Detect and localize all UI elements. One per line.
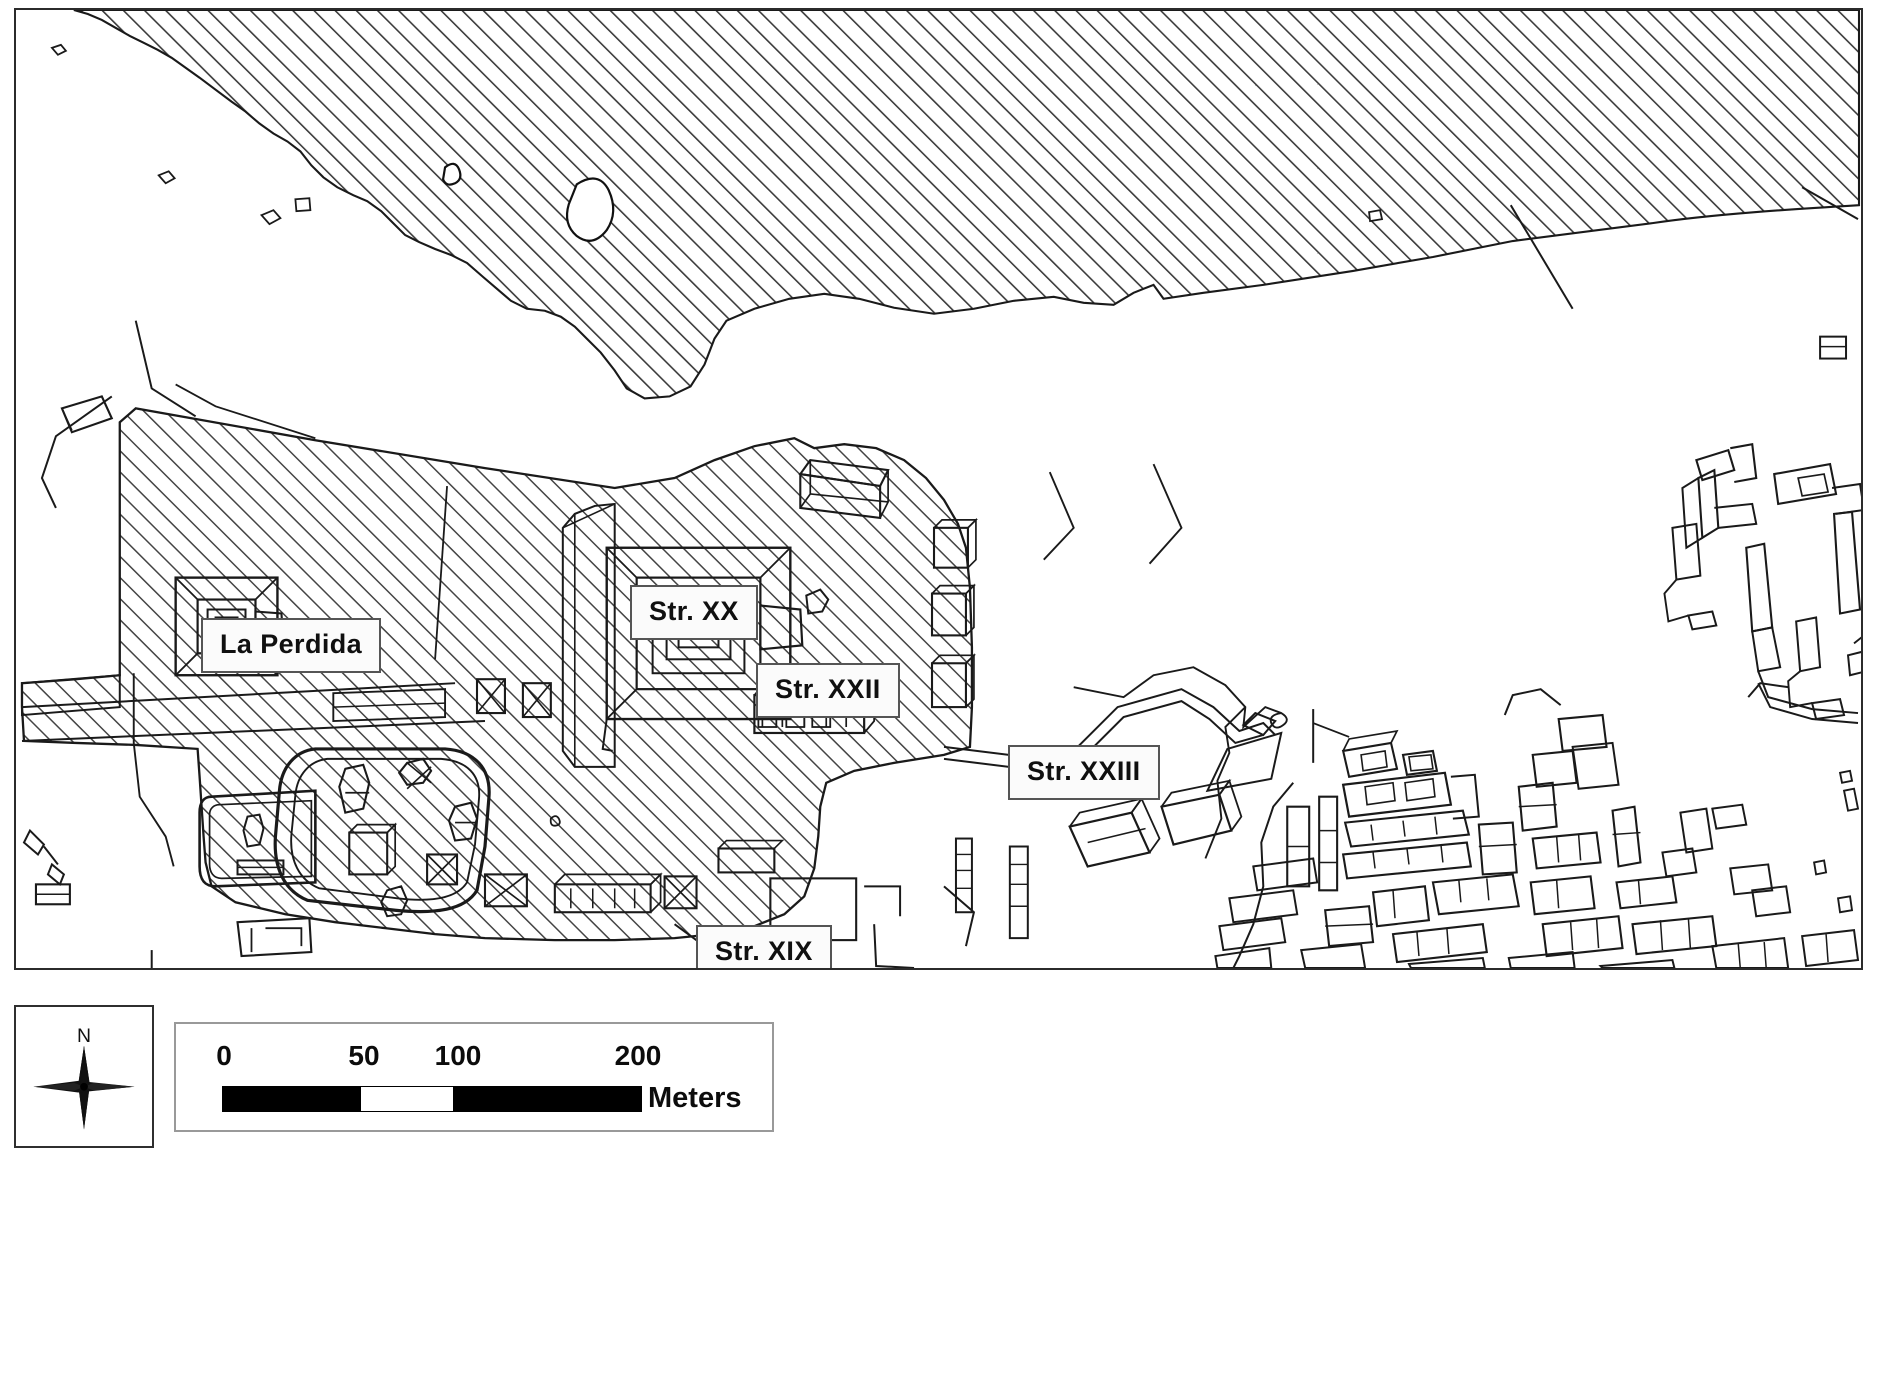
central-structures [332,485,552,723]
compass-box: N [14,1005,154,1148]
east-range-structures [805,517,978,709]
scale-tick-100: 100 [434,1040,482,1071]
map-label-str-xxii[interactable]: Str. XXII [756,663,900,718]
outlying-mounds-west [22,320,316,968]
map-label-str-xxiii[interactable]: Str. XXIII [1008,745,1160,800]
west-causeway [20,674,486,742]
island-large [565,177,615,242]
map-label-str-xx[interactable]: Str. XX [630,585,758,640]
structure-xx-plaza [561,502,616,768]
water-body-polygon [50,10,1861,400]
scalebar-segment-3 [452,1087,641,1111]
northeast-terrace-structure [798,459,890,520]
island-small [441,162,462,186]
scale-tick-200: 200 [614,1040,662,1071]
scalebar-box: 0 50 100 200 Meters [174,1022,774,1132]
scalebar-segment-1 [223,1087,361,1111]
southwest-plaza-structures [338,757,479,918]
site-plan-drawing [20,10,1861,968]
northeast-building-group [1663,186,1861,725]
map-frame: La Perdida Str. XX Str. XXII Str. XXIII … [14,8,1863,970]
compass-rose-icon: N [33,1025,135,1130]
east-outlying-groups [1787,616,1861,914]
south-range-structures [483,839,858,942]
urban-core-building-cluster [1057,682,1860,968]
scalebar-tick-labels: 0 50 100 200 [176,1040,772,1074]
site-core-polygon [20,407,974,942]
scale-tick-50: 50 [348,1040,380,1071]
compass-north-letter: N [77,1025,91,1047]
west-inner-plaza [198,789,317,888]
map-legend-row: N 0 50 100 200 [14,1000,1863,1372]
map-label-la-perdida[interactable]: La Perdida [201,618,382,673]
scalebar-graphic [222,1086,642,1112]
survey-lines [1043,463,1288,859]
map-label-str-xix[interactable]: Str. XIX [696,925,832,968]
scalebar-units-label: Meters [648,1082,742,1114]
southwest-plaza-enclosure [273,747,491,914]
scalebar-segment-2 [360,1087,453,1111]
scale-tick-0: 0 [216,1040,232,1071]
